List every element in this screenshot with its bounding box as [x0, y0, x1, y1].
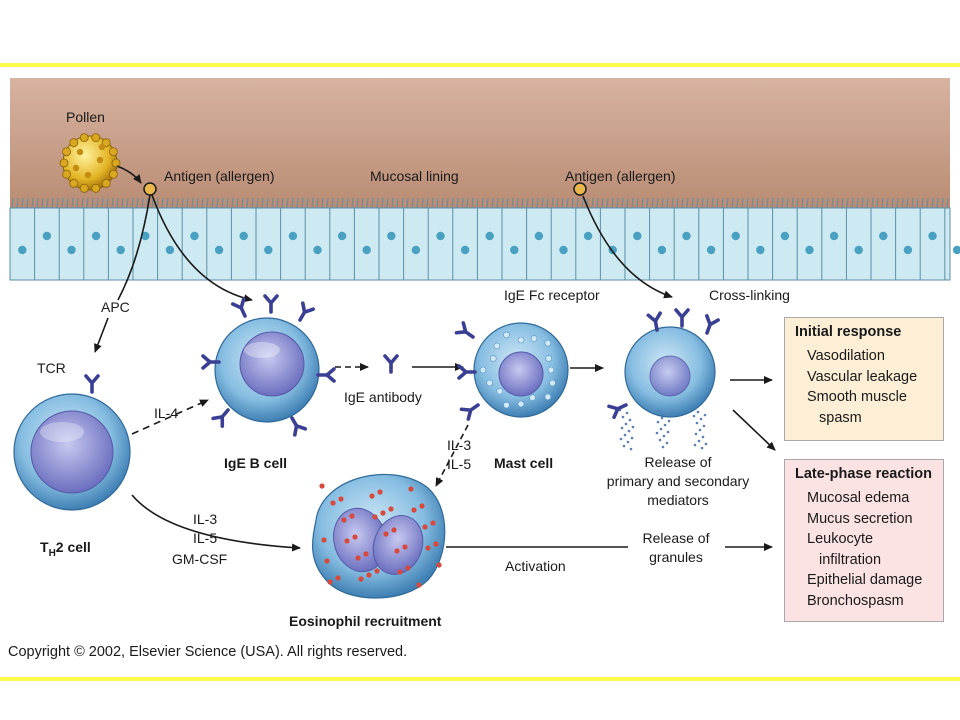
arrow-th2-to-eosinophil: [131, 494, 301, 552]
release-granules-line2: granules: [649, 549, 703, 565]
pollen-label: Pollen: [66, 109, 105, 125]
mucosa-layer: [10, 78, 950, 210]
eosinophil-recruitment-label: Eosinophil recruitment: [289, 613, 442, 629]
bottom-rule: [0, 677, 960, 681]
ige-fc-receptor-label: IgE Fc receptor: [504, 287, 600, 303]
release-mediators-line2: primary and secondary: [607, 473, 749, 489]
late-phase-item: Epithelial damage: [807, 572, 923, 588]
release-mediators-line3: mediators: [647, 492, 708, 508]
late-phase-box: Late-phase reaction Mucosal edema Mucus …: [784, 459, 944, 622]
mast-il3-label: IL-3: [447, 437, 471, 453]
epithelial-villi: [11, 197, 949, 209]
antigen-right-label: Antigen (allergen): [565, 168, 676, 184]
initial-response-item: Vasodilation: [807, 348, 885, 364]
late-phase-item: Bronchospasm: [807, 592, 904, 609]
arrow-antigen-to-b-cell: [151, 194, 253, 303]
release-granules-line1: Release of: [643, 530, 710, 546]
top-rule: [0, 63, 960, 67]
free-ige-antibody: [383, 354, 399, 374]
arrow-antigen-to-apc: [117, 194, 151, 301]
initial-response-item: Smooth muscle: [807, 389, 907, 405]
antigen-particle-right: [573, 182, 587, 196]
antigen-left-label: Antigen (allergen): [164, 168, 275, 184]
cross-linking-label: Cross-linking: [709, 287, 790, 303]
tcr-label: TCR: [37, 360, 66, 376]
initial-response-item: Vascular leakage: [807, 368, 918, 385]
ige-b-cell-label: IgE B cell: [224, 455, 287, 471]
il4-label: IL-4: [154, 405, 178, 421]
release-mediators-line1: Release of: [645, 454, 712, 470]
late-phase-item: Leukocyte: [807, 531, 874, 547]
arrow-to-late-phase: [732, 409, 776, 451]
gmcsf-label: GM-CSF: [172, 551, 227, 567]
mast-il5-label: IL-5: [447, 456, 471, 472]
mucosal-lining-label: Mucosal lining: [370, 168, 459, 184]
th2-il5-label: IL-5: [193, 530, 217, 546]
activation-label: Activation: [505, 558, 566, 574]
epithelial-cells: [9, 208, 960, 280]
copyright-notice: Copyright © 2002, Elsevier Science (USA)…: [8, 644, 408, 660]
initial-response-title: Initial response: [795, 324, 902, 340]
th2-cell-label: TH2 cell: [40, 539, 91, 559]
late-phase-item: infiltration: [819, 551, 882, 568]
antigen-particle-left: [143, 182, 157, 196]
arrow-apc-to-tcr: [94, 317, 109, 353]
mast-cell-label: Mast cell: [494, 455, 553, 471]
th2-il3-label: IL-3: [193, 511, 217, 527]
activated-mast-cell: [618, 326, 716, 451]
initial-response-box: Initial response Vasodilation Vascular l…: [784, 317, 944, 441]
initial-response-item: spasm: [819, 409, 862, 426]
ige-antibody-label: IgE antibody: [344, 389, 422, 405]
apc-label: APC: [101, 299, 130, 315]
epithelium-layer: [9, 207, 951, 281]
pollen-grain: [59, 133, 121, 193]
tcr-receptor: [84, 374, 100, 394]
eosinophil: [311, 473, 446, 599]
late-phase-title: Late-phase reaction: [795, 466, 932, 482]
late-phase-item: Mucus secretion: [807, 510, 913, 527]
arrow-th2-to-b-cell-il4: [131, 399, 209, 435]
th2-cell: [13, 393, 131, 511]
arrow-antigen-to-crosslink: [582, 195, 673, 299]
late-phase-item: Mucosal edema: [807, 490, 910, 506]
mast-cell: [473, 322, 569, 418]
ige-b-cell: [214, 317, 320, 423]
arrow-pollen-to-antigen: [116, 165, 142, 184]
arrow-mast-to-eosinophil: [435, 424, 469, 487]
